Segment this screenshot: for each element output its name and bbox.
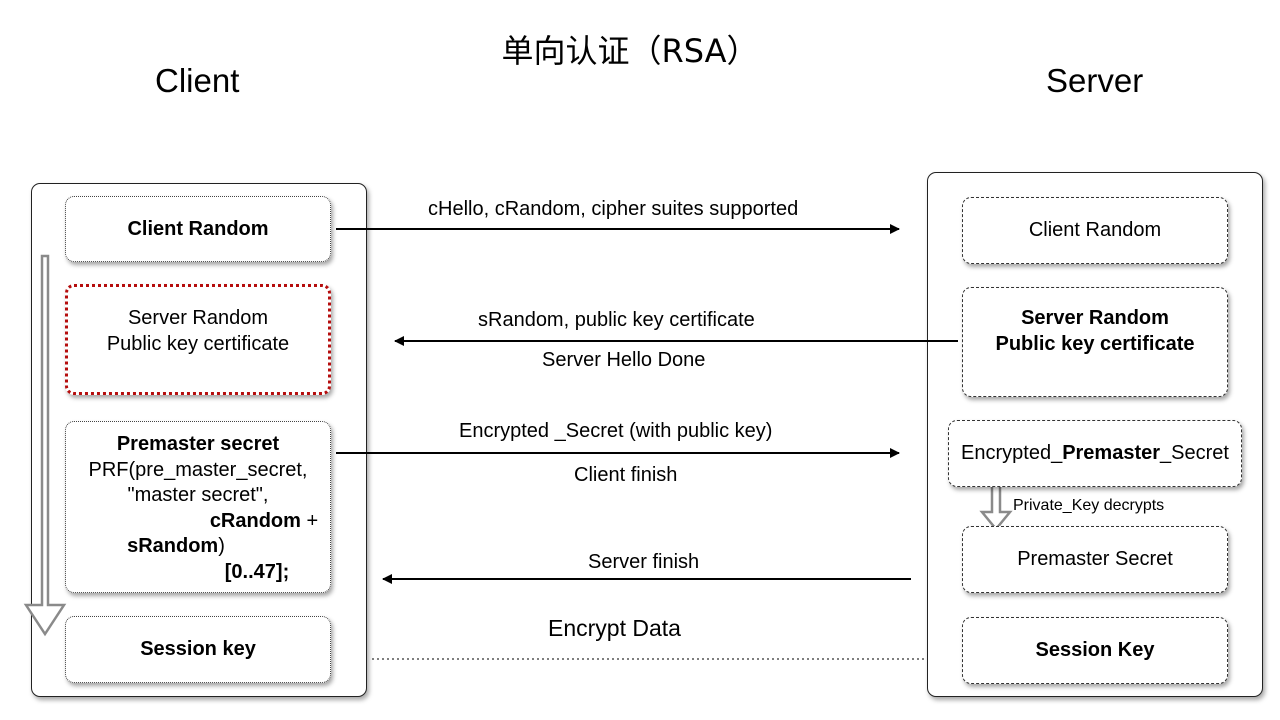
prf-crandom: cRandom — [209, 509, 301, 532]
client-progress-arrow — [23, 254, 67, 637]
decrypt-arrow — [979, 480, 1013, 531]
enc-prefix: Encrypted_ — [961, 442, 1063, 464]
prf-range: [0..47]; — [224, 560, 290, 583]
client-session-key-box: Session key — [65, 616, 331, 683]
prf-plus: + — [300, 509, 319, 532]
private-key-decrypts-label: Private_Key decrypts — [1013, 497, 1165, 514]
server-public-key-label: Public key certificate — [995, 333, 1195, 355]
msg-server-finish: Server finish — [588, 551, 700, 573]
client-server-random-label: Server Random — [127, 307, 269, 329]
premaster-title: Premaster secret — [116, 433, 280, 455]
server-client-random-label: Client Random — [1028, 219, 1162, 241]
msg-server-hello: sRandom, public key certificate — [478, 309, 755, 331]
client-random-box: Client Random — [65, 196, 331, 262]
client-server-random-box: Server Random Public key certificate — [65, 284, 331, 395]
client-random-label: Client Random — [127, 217, 269, 240]
server-random-label: Server Random — [1021, 307, 1169, 329]
prf-line-1: PRF(pre_master_secret, — [88, 458, 308, 481]
msg-encrypt-data: Encrypt Data — [548, 615, 681, 641]
server-client-random-box: Client Random — [962, 197, 1228, 264]
client-public-key-label: Public key certificate — [106, 333, 290, 355]
server-session-key-label: Session Key — [1035, 639, 1155, 661]
client-heading: Client — [155, 62, 240, 99]
msg-client-finish: Client finish — [574, 464, 678, 486]
prf-line-2: "master secret", — [127, 484, 269, 506]
client-session-key-label: Session key — [140, 638, 256, 660]
prf-line-3: cRandom + — [78, 509, 318, 535]
msg-client-hello: cHello, cRandom, cipher suites supported — [428, 198, 799, 220]
client-premaster-box: Premaster secret PRF(pre_master_secret, … — [65, 421, 331, 593]
prf-line-4: sRandom) — [127, 534, 269, 560]
prf-paren: ) — [218, 535, 225, 557]
enc-bold: Premaster — [1062, 442, 1161, 464]
enc-suffix: _Secret — [1160, 442, 1229, 464]
server-premaster-label: Premaster Secret — [1017, 548, 1173, 570]
encrypted-premaster-label: Encrypted_Premaster_Secret — [961, 442, 1229, 465]
msg-encrypted-secret: Encrypted _Secret (with public key) — [459, 420, 773, 442]
server-session-key-box: Session Key — [962, 617, 1228, 684]
server-premaster-box: Premaster Secret — [962, 526, 1228, 593]
prf-srandom: sRandom — [127, 535, 219, 557]
diagram-title: 单向认证（RSA） — [501, 32, 759, 70]
server-encrypted-premaster-box: Encrypted_Premaster_Secret — [948, 420, 1242, 487]
server-random-box: Server Random Public key certificate — [962, 287, 1228, 397]
msg-server-hello-done: Server Hello Done — [542, 349, 706, 371]
server-heading: Server — [1046, 62, 1144, 99]
